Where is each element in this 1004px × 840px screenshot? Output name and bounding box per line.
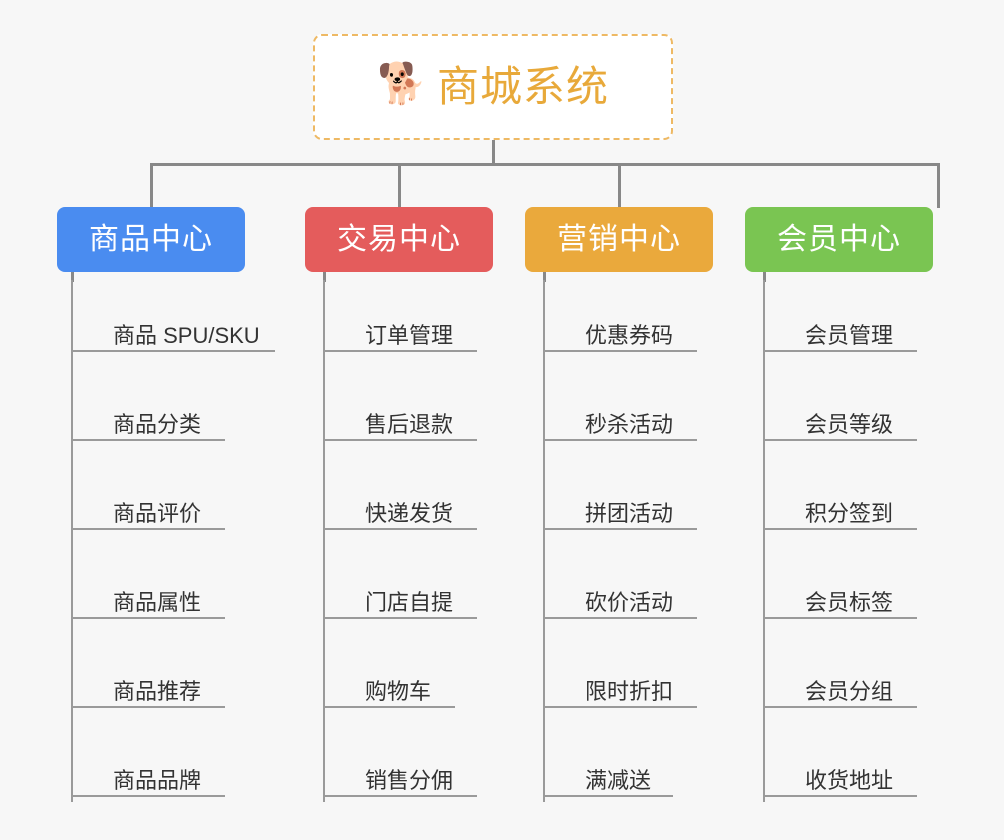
leaf-item[interactable]: 门店自提 — [325, 547, 477, 619]
leaf-item[interactable]: 砍价活动 — [545, 547, 697, 619]
leaf-item-label: 购物车 — [365, 678, 432, 704]
leaf-spine — [763, 280, 765, 802]
leaf-item[interactable]: 商品品牌 — [73, 725, 225, 797]
leaf-item[interactable]: 会员标签 — [765, 547, 917, 619]
leaf-underline — [765, 617, 917, 619]
leaf-spine — [543, 280, 545, 802]
category-label: 商品中心 — [89, 222, 213, 256]
category-box-4[interactable]: 会员中心 — [745, 207, 933, 272]
connector-category-3-to-leaves — [543, 272, 546, 282]
leaf-item[interactable]: 积分签到 — [765, 458, 917, 530]
leaf-underline — [73, 795, 225, 797]
leaf-item[interactable]: 商品 SPU/SKU — [73, 280, 275, 352]
leaf-underline — [545, 617, 697, 619]
category-label: 会员中心 — [777, 222, 901, 256]
leaf-item[interactable]: 会员管理 — [765, 280, 917, 352]
leaf-underline — [765, 439, 917, 441]
leaf-item[interactable]: 购物车 — [325, 636, 455, 708]
leaf-underline — [545, 795, 673, 797]
connector-drop-4 — [937, 163, 940, 208]
category-box-1[interactable]: 商品中心 — [57, 207, 245, 272]
leaf-underline — [545, 528, 697, 530]
leaf-item[interactable]: 会员分组 — [765, 636, 917, 708]
connector-category-1-to-leaves — [71, 272, 74, 282]
leaf-item[interactable]: 满减送 — [545, 725, 673, 797]
connector-category-4-to-leaves — [763, 272, 766, 282]
leaf-underline — [73, 528, 225, 530]
leaf-item[interactable]: 销售分佣 — [325, 725, 477, 797]
leaf-item-label: 商品分类 — [113, 411, 202, 437]
leaf-item-label: 订单管理 — [365, 322, 454, 348]
leaf-underline — [73, 617, 225, 619]
leaf-underline — [765, 706, 917, 708]
leaf-spine — [323, 280, 325, 802]
connector-drop-2 — [398, 163, 401, 208]
leaf-item[interactable]: 会员等级 — [765, 369, 917, 441]
connector-root-stem — [492, 140, 495, 165]
leaf-item-label: 限时折扣 — [585, 678, 674, 704]
leaf-underline — [73, 706, 225, 708]
leaf-item-label: 优惠券码 — [585, 322, 674, 348]
category-label: 交易中心 — [337, 222, 461, 256]
leaf-underline — [73, 350, 275, 352]
leaf-underline — [325, 795, 477, 797]
leaf-underline — [545, 350, 697, 352]
leaf-underline — [325, 439, 477, 441]
leaf-item[interactable]: 商品推荐 — [73, 636, 225, 708]
shiba-inu-dog-face-icon: 🐕 — [376, 62, 427, 106]
connector-drop-1 — [150, 163, 153, 208]
leaf-item-label: 销售分佣 — [365, 767, 454, 793]
leaf-item-label: 会员分组 — [805, 678, 894, 704]
leaf-item[interactable]: 限时折扣 — [545, 636, 697, 708]
leaf-item-label: 收货地址 — [805, 767, 894, 793]
leaf-underline — [73, 439, 225, 441]
leaf-item-label: 售后退款 — [365, 411, 454, 437]
category-label: 营销中心 — [557, 222, 681, 256]
leaf-item[interactable]: 订单管理 — [325, 280, 477, 352]
leaf-item-label: 会员标签 — [805, 589, 894, 615]
leaf-item-label: 商品评价 — [113, 500, 202, 526]
leaf-underline — [325, 706, 455, 708]
leaf-item-label: 积分签到 — [805, 500, 894, 526]
root-node[interactable]: 🐕 商城系统 — [313, 34, 673, 140]
leaf-underline — [325, 528, 477, 530]
category-box-3[interactable]: 营销中心 — [525, 207, 713, 272]
leaf-underline — [765, 795, 917, 797]
leaf-item-label: 商品 SPU/SKU — [113, 322, 260, 348]
connector-horizontal-bus — [150, 163, 940, 166]
leaf-item[interactable]: 秒杀活动 — [545, 369, 697, 441]
leaf-item-label: 商品品牌 — [113, 767, 202, 793]
leaf-underline — [325, 617, 477, 619]
connector-category-2-to-leaves — [323, 272, 326, 282]
category-box-2[interactable]: 交易中心 — [305, 207, 493, 272]
leaf-item[interactable]: 拼团活动 — [545, 458, 697, 530]
leaf-item[interactable]: 快递发货 — [325, 458, 477, 530]
leaf-item[interactable]: 商品分类 — [73, 369, 225, 441]
leaf-underline — [765, 350, 917, 352]
leaf-item-label: 商品属性 — [113, 589, 202, 615]
leaf-item[interactable]: 商品评价 — [73, 458, 225, 530]
leaf-item-label: 会员管理 — [805, 322, 894, 348]
leaf-underline — [765, 528, 917, 530]
leaf-underline — [545, 706, 697, 708]
leaf-item-label: 商品推荐 — [113, 678, 202, 704]
leaf-item-label: 拼团活动 — [585, 500, 674, 526]
leaf-item[interactable]: 优惠券码 — [545, 280, 697, 352]
leaf-item[interactable]: 商品属性 — [73, 547, 225, 619]
leaf-spine — [71, 280, 73, 802]
leaf-item[interactable]: 售后退款 — [325, 369, 477, 441]
leaf-item-label: 门店自提 — [365, 589, 454, 615]
leaf-item[interactable]: 收货地址 — [765, 725, 917, 797]
leaf-underline — [545, 439, 697, 441]
root-node-title: 商城系统 — [436, 63, 609, 110]
leaf-item-label: 快递发货 — [365, 500, 454, 526]
leaf-item-label: 秒杀活动 — [585, 411, 674, 437]
leaf-item-label: 会员等级 — [805, 411, 894, 437]
leaf-item-label: 砍价活动 — [585, 589, 674, 615]
leaf-item-label: 满减送 — [585, 767, 652, 793]
connector-drop-3 — [618, 163, 621, 208]
leaf-underline — [325, 350, 477, 352]
